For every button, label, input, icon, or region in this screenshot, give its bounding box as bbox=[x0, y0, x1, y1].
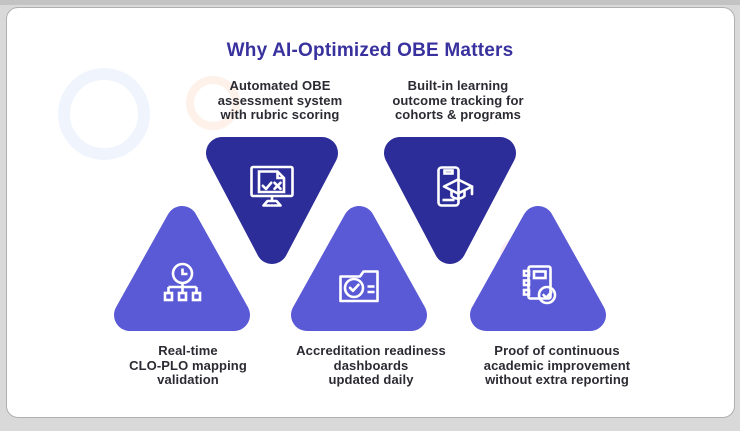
triangle-continuous-improvement bbox=[466, 204, 610, 334]
folder-check-icon bbox=[339, 270, 379, 303]
label-continuous-improvement: Proof of continuous academic improvement… bbox=[483, 343, 631, 387]
notebook-check-icon bbox=[522, 265, 557, 305]
triangle-automated-obe bbox=[200, 136, 344, 266]
page-title: Why AI-Optimized OBE Matters bbox=[226, 40, 514, 61]
label-clo-plo-mapping: Real-time CLO-PLO mapping validation bbox=[129, 343, 247, 387]
triangle-shape bbox=[291, 206, 427, 331]
triangle-clo-plo-mapping bbox=[110, 204, 254, 334]
window-top-edge bbox=[0, 0, 740, 5]
triangle-accreditation-dashboards bbox=[287, 204, 431, 334]
triangle-outcome-tracking bbox=[378, 136, 522, 266]
label-accreditation-dashboards: Accreditation readiness dashboards updat… bbox=[296, 343, 446, 387]
label-outcome-tracking: Built-in learning outcome tracking for c… bbox=[392, 78, 524, 122]
decorative-ring bbox=[186, 76, 240, 130]
phone-graduation-icon bbox=[437, 166, 474, 207]
label-automated-obe: Automated OBE assessment system with rub… bbox=[217, 78, 343, 122]
clock-hierarchy-icon bbox=[163, 262, 202, 302]
monitor-check-icon bbox=[250, 165, 294, 207]
triangle-shape bbox=[470, 206, 606, 331]
decorative-ring bbox=[58, 68, 150, 160]
